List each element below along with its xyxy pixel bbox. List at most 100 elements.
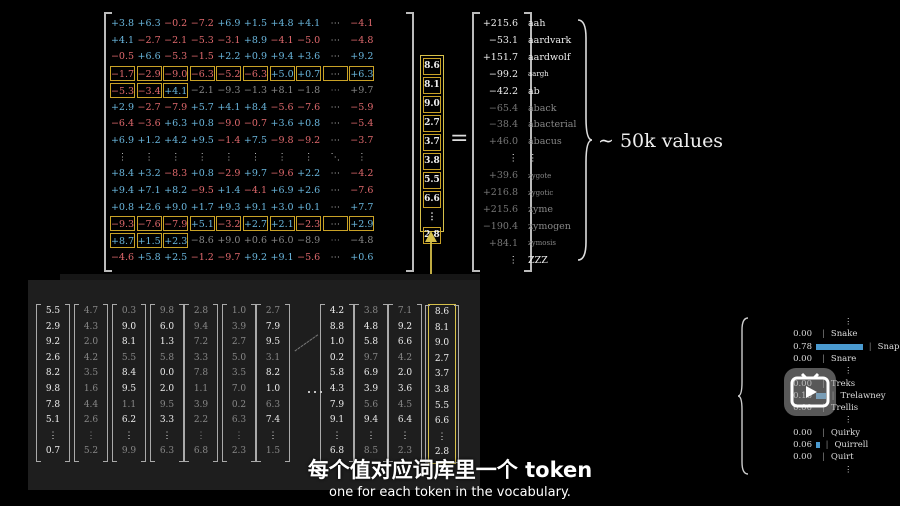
column-value: 6.4 bbox=[397, 415, 413, 426]
matrix-cell: +1.5 bbox=[243, 18, 267, 29]
matrix-cell: ⋮ bbox=[117, 151, 128, 163]
column-left-bracket bbox=[150, 304, 155, 462]
axis-tick: | bbox=[822, 452, 825, 463]
vector-entry: 3.7 bbox=[423, 134, 441, 151]
probability-row: ⋮ bbox=[740, 464, 853, 476]
column-right-bracket bbox=[65, 304, 70, 462]
matrix-cell: +9.2 bbox=[243, 251, 267, 263]
matrix-cell: −5.3 bbox=[164, 51, 188, 63]
column-value: 9.4 bbox=[363, 415, 379, 426]
matrix-cell: −5.9 bbox=[350, 101, 374, 113]
column-value: 1.0 bbox=[329, 337, 345, 348]
column-value: 3.9 bbox=[363, 383, 379, 394]
logit-value: +39.6 bbox=[488, 170, 518, 182]
weight-matrix: +3.8+6.3−0.2−7.2+6.9+1.5+4.8+4.1⋯−4.1+4.… bbox=[104, 12, 414, 272]
vector-entry: 8.1 bbox=[423, 77, 441, 94]
matrix-cell: −7.6 bbox=[136, 216, 162, 232]
matrix-cell: +4.1 bbox=[163, 82, 189, 98]
probability-token: ⋮ bbox=[844, 317, 853, 327]
column-value: 6.9 bbox=[363, 368, 379, 379]
matrix-row: +4.1−2.7−2.1−5.3−3.1+8.9−4.1−5.0⋯−4.8 bbox=[110, 33, 376, 50]
play-icon[interactable] bbox=[784, 368, 836, 416]
token-label: zygote bbox=[528, 171, 552, 180]
column-value: 7.9 bbox=[329, 399, 345, 410]
columns-ellipsis: ⋯ bbox=[306, 382, 324, 403]
column-value: 7.2 bbox=[193, 337, 209, 348]
matrix-cell: +2.7 bbox=[242, 216, 268, 232]
column-value: 2.3 bbox=[397, 446, 413, 457]
column-value: 9.5 bbox=[121, 383, 137, 394]
matrix-cell: +0.8 bbox=[110, 201, 135, 213]
column-value: 1.1 bbox=[121, 399, 137, 410]
matrix-cell: +5.8 bbox=[137, 251, 161, 263]
matrix-cell: −0.5 bbox=[110, 51, 135, 63]
matrix-cell: +0.6 bbox=[350, 251, 374, 263]
column-left-bracket bbox=[320, 304, 325, 462]
probability-token: ⋮ bbox=[844, 415, 853, 426]
subtitle-chinese: 每个值对应词库里一个 token bbox=[307, 458, 593, 482]
matrix-cell: +0.8 bbox=[297, 118, 321, 130]
column-value: 5.5 bbox=[45, 306, 61, 316]
matrix-cell: ⋯ bbox=[330, 18, 341, 29]
matrix-cell: −2.9 bbox=[217, 168, 241, 180]
vector-entry: 3.8 bbox=[423, 153, 441, 170]
column-value: 3.6 bbox=[397, 383, 413, 394]
matrix-cell: −7.9 bbox=[163, 216, 189, 232]
matrix-cell: ⋯ bbox=[330, 201, 341, 213]
matrix-cell: −1.3 bbox=[243, 84, 267, 96]
matrix-cell: +0.7 bbox=[296, 66, 322, 82]
column-value: 3.8 bbox=[434, 384, 450, 395]
column-value: 2.0 bbox=[397, 368, 413, 379]
matrix-cell: −6.3 bbox=[242, 66, 268, 82]
column-value: 5.6 bbox=[363, 399, 379, 410]
matrix-cell: ⋯ bbox=[330, 101, 341, 113]
matrix-row: +9.4+7.1+8.2−9.5+1.4−4.1+6.9+2.6⋯−7.6 bbox=[110, 183, 376, 200]
matrix-cell: −6.3 bbox=[189, 66, 215, 82]
column-left-bracket bbox=[222, 304, 227, 462]
probability-token: Quirky bbox=[830, 427, 861, 438]
column-value: 5.5 bbox=[434, 400, 450, 411]
column-value: 1.6 bbox=[83, 383, 99, 394]
matrix-cell: +8.7 bbox=[110, 233, 135, 249]
column-value: 8.2 bbox=[45, 368, 61, 379]
column-value: 0.0 bbox=[159, 368, 175, 379]
column-value: 9.2 bbox=[45, 337, 61, 348]
logit-value: +215.6 bbox=[482, 203, 518, 215]
matrix-cell: +0.6 bbox=[243, 235, 267, 247]
matrix-cell: −4.1 bbox=[243, 185, 267, 196]
probability-row: ⋮ bbox=[740, 414, 853, 426]
column-value: 2.7 bbox=[265, 306, 281, 316]
column-value: 1.0 bbox=[265, 383, 281, 394]
column-value: 6.6 bbox=[434, 416, 450, 427]
column-value: 7.8 bbox=[193, 368, 209, 379]
matrix-cell: −3.4 bbox=[136, 82, 162, 98]
axis-tick: | bbox=[825, 440, 829, 450]
vector-entry: 8.6 bbox=[423, 58, 441, 75]
column-value: 8.1 bbox=[121, 337, 137, 348]
matrix-cell: +2.3 bbox=[163, 233, 189, 249]
matrix-cell: −4.1 bbox=[270, 34, 294, 46]
matrix-cell: +2.1 bbox=[269, 216, 295, 232]
matrix-cell: ⋮ bbox=[170, 151, 181, 163]
column-left-bracket bbox=[112, 304, 117, 462]
column-value: 6.2 bbox=[121, 415, 137, 426]
column-value: 1.0 bbox=[231, 306, 247, 316]
matrix-cell: −5.6 bbox=[270, 101, 294, 113]
matrix-row: +8.4+3.2−8.3+0.8−2.9+9.7−9.6+2.2⋯−4.2 bbox=[110, 166, 376, 183]
matrix-cell: −3.7 bbox=[350, 134, 374, 146]
vector-entry: 6.6 bbox=[423, 191, 441, 208]
column-value: 5.8 bbox=[159, 352, 175, 363]
matrix-cell: −4.6 bbox=[110, 251, 135, 263]
token-label: aardvark bbox=[528, 34, 572, 46]
matrix-cell: −2.7 bbox=[137, 101, 161, 113]
column-value: 7.4 bbox=[265, 415, 281, 426]
column-value: 0.2 bbox=[329, 352, 345, 363]
matrix-cell: −5.4 bbox=[350, 118, 374, 130]
probability-row: 0.78|Snape bbox=[740, 341, 900, 353]
matrix-row: −0.5+6.6−5.3−1.5+2.2+0.9+9.4+3.6⋯+9.2 bbox=[110, 49, 376, 66]
